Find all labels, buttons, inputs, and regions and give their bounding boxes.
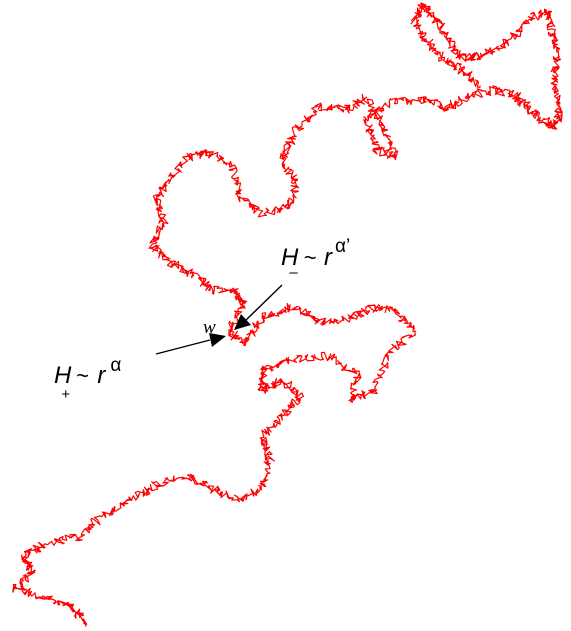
lower-label-subscript: + (61, 386, 71, 403)
lower-label-exponent: α (110, 355, 122, 376)
random-curve (12, 2, 563, 627)
upper-label-tilde: ~ (303, 245, 317, 270)
upper-label-exponent: α’ (335, 236, 351, 257)
upper-label-r: r (324, 244, 332, 271)
upper-label-subscript: – (289, 264, 298, 281)
lower-label-tilde: ~ (76, 363, 89, 388)
upper-label-h: H (281, 244, 299, 271)
lower-label-h: H (54, 362, 72, 389)
arrow-from-upper-label (234, 284, 283, 330)
arrow-from-lower-label (155, 333, 226, 355)
lower-label-r: r (97, 362, 106, 389)
point-label-w: w (203, 317, 216, 338)
